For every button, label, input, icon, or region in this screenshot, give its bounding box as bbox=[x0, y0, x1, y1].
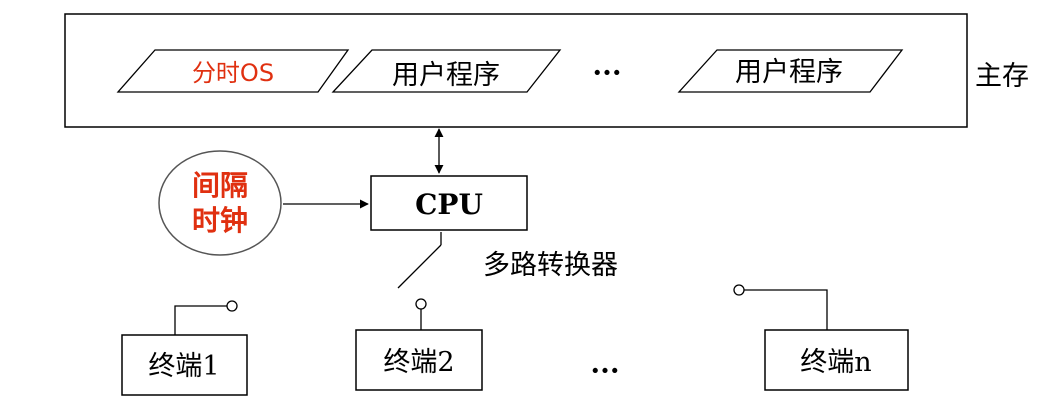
program-user2-label: 用户程序 bbox=[735, 57, 843, 88]
terminaln-label: 终端n bbox=[800, 347, 871, 378]
program-os-label: 分时OS bbox=[192, 59, 274, 87]
terminal2-box bbox=[355, 329, 483, 391]
interval-timer-circle bbox=[158, 150, 282, 256]
terminaln-contact bbox=[733, 284, 745, 296]
terminal1-contact bbox=[226, 300, 238, 312]
terminal1-wire bbox=[174, 305, 227, 335]
terminal1-box bbox=[121, 334, 248, 396]
program-user1-label: 用户程序 bbox=[392, 60, 500, 91]
main-memory-label: 主存 bbox=[975, 61, 1029, 92]
terminaln-box bbox=[764, 329, 909, 391]
memory-ellipsis: ··· bbox=[592, 56, 621, 89]
program-user2-shape bbox=[677, 49, 904, 93]
terminal2-label: 终端2 bbox=[383, 347, 454, 378]
multiplexer-label: 多路转换器 bbox=[483, 250, 618, 281]
terminals-ellipsis: ··· bbox=[590, 354, 619, 387]
terminaln-wire bbox=[744, 289, 828, 330]
multiplexer-switch-arm bbox=[397, 244, 442, 289]
cpu-label: CPU bbox=[415, 188, 483, 221]
interval-timer-label-line1: 间隔 bbox=[192, 169, 248, 202]
terminal1-label: 终端1 bbox=[148, 351, 219, 382]
program-os-shape bbox=[116, 49, 350, 93]
interval-timer-label-line2: 时钟 bbox=[192, 204, 248, 237]
terminal2-contact bbox=[415, 298, 427, 310]
program-user1-shape bbox=[331, 49, 562, 93]
cpu-box bbox=[370, 175, 528, 231]
